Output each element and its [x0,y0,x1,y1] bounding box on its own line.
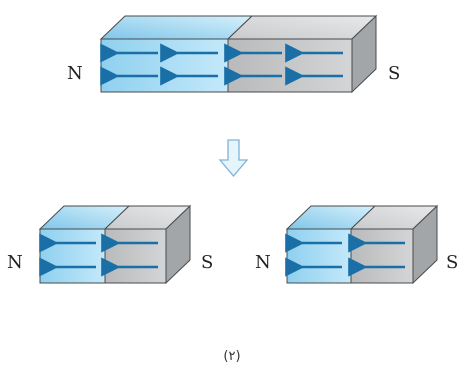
bottom-left-grey-front-face [104,228,167,284]
top-magnet-grey-front-face [227,38,353,93]
top-magnet-south-label: S [388,63,400,84]
bottom-right-field-arrows [285,233,405,277]
top-magnet-grey-top-face [226,15,378,40]
top-magnet-blue-top-face [99,15,254,40]
bottom-left-north-label: N [7,252,23,273]
bottom-left-field-arrows [39,233,158,277]
top-magnet-blue-front-face [100,38,229,93]
down-arrow-icon [218,139,249,178]
top-magnet: N S [67,14,400,94]
bottom-right-magnet: N S [255,204,458,285]
bottom-right-grey-front-face [350,228,414,284]
bottom-left-blue-front-face [39,228,106,284]
bottom-right-north-label: N [255,252,271,273]
bottom-right-south-label: S [446,252,458,273]
bottom-left-magnet: N S [7,204,213,285]
bottom-left-south-label: S [201,252,213,273]
top-magnet-field-arrows [100,43,343,86]
bottom-right-blue-front-face [286,228,352,284]
top-magnet-north-label: N [67,63,83,84]
figure-caption: (٢) [223,349,240,364]
